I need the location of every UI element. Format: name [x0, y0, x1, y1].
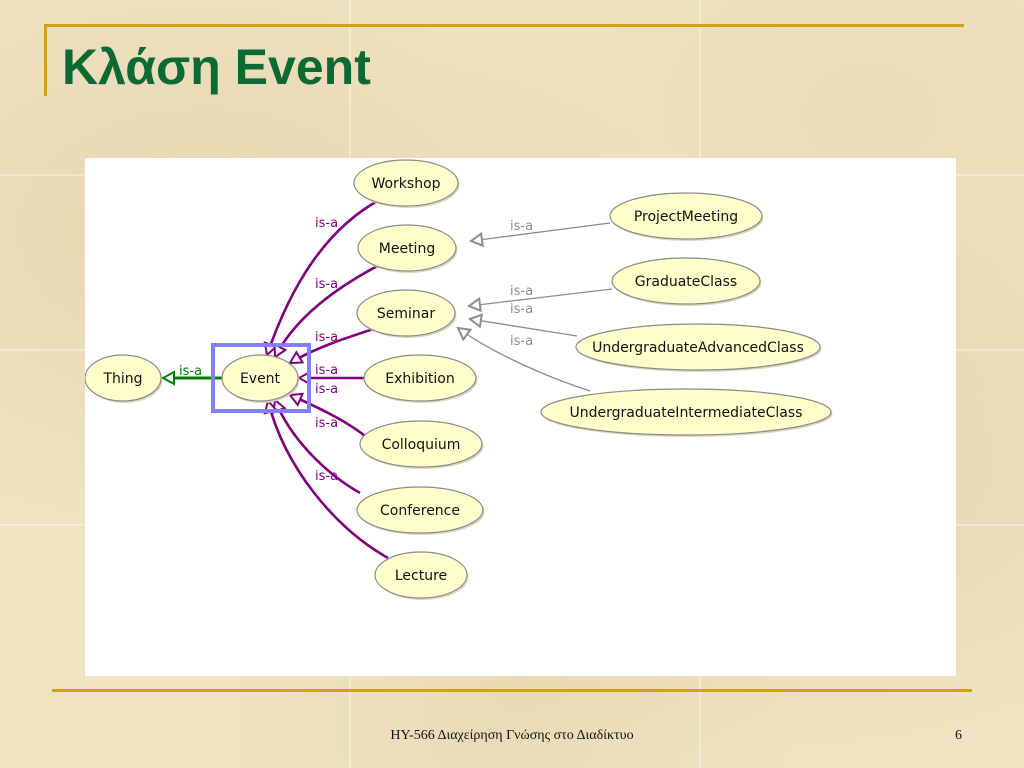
node-label: Meeting [379, 241, 435, 257]
node-label: UndergraduateIntermediateClass [570, 405, 803, 421]
edge-label: is-a [315, 469, 338, 484]
arrowhead [288, 392, 305, 407]
node-ellipse [356, 486, 484, 534]
node-ellipse [221, 354, 299, 402]
node-graduateclass[interactable]: GraduateClass [611, 257, 762, 306]
edge-label: is-a [315, 416, 338, 431]
node-ellipse [353, 159, 459, 207]
edge-label: is-a [315, 277, 338, 292]
edge-label: is-a [179, 364, 202, 379]
node-label: Workshop [371, 176, 440, 192]
arrowhead [456, 326, 473, 342]
node-ellipse [609, 192, 763, 240]
node-undergraduateintermediateclass[interactable]: UndergraduateIntermediateClass [540, 388, 833, 437]
node-ellipse [357, 224, 457, 272]
arrowhead [466, 296, 482, 313]
node-ellipse [363, 354, 477, 402]
edge-label: is-a [510, 302, 533, 317]
node-label: Thing [102, 371, 142, 387]
title-accent-bar [44, 24, 47, 96]
ontology-graph: is-a is-a is-a is-a is-a is-a is-a is-a is-a is-a… [85, 159, 833, 600]
node-exhibition[interactable]: Exhibition [363, 354, 478, 403]
node-label: Exhibition [385, 371, 455, 387]
edge-line [470, 222, 611, 242]
edge-undergraduateadvancedclass-seminar: is-a [467, 302, 578, 337]
arrowhead [467, 313, 484, 329]
node-seminar[interactable]: Seminar [356, 289, 457, 338]
node-ellipse [356, 289, 456, 337]
node-ellipse [540, 388, 832, 436]
edge-label: is-a [510, 219, 533, 234]
edge-label: is-a [315, 216, 338, 231]
node-undergraduateadvancedclass[interactable]: UndergraduateAdvancedClass [575, 323, 822, 372]
node-label: UndergraduateAdvancedClass [592, 340, 804, 356]
edge-projectmeeting-meeting: is-a [468, 219, 611, 248]
node-ellipse [359, 420, 483, 468]
arrowhead [160, 370, 175, 386]
node-workshop[interactable]: Workshop [353, 159, 460, 208]
footer-rule [52, 689, 972, 692]
node-conference[interactable]: Conference [356, 486, 485, 535]
node-label: Conference [380, 503, 460, 519]
edge-graduateclass-seminar: is-a [466, 284, 613, 313]
node-label: GraduateClass [635, 274, 737, 290]
edge-label: is-a [315, 382, 338, 397]
edge-label: is-a [510, 284, 533, 299]
node-label: Colloquium [382, 437, 461, 453]
edge-label: is-a [510, 334, 533, 349]
arrowhead [468, 231, 484, 248]
node-projectmeeting[interactable]: ProjectMeeting [609, 192, 764, 241]
edge-undergraduateintermediateclass-seminar: is-a [456, 326, 591, 392]
node-label: ProjectMeeting [634, 209, 738, 225]
title-rule [44, 24, 964, 27]
slide-title: Κλάση Event [62, 39, 371, 95]
edge-line [469, 318, 578, 337]
arrowhead [273, 342, 288, 359]
node-event[interactable]: Event [221, 354, 300, 403]
node-meeting[interactable]: Meeting [357, 224, 458, 273]
node-ellipse [611, 257, 761, 305]
edge-line [457, 327, 591, 392]
page-number: 6 [955, 728, 962, 743]
node-ellipse [575, 323, 821, 371]
node-thing[interactable]: Thing [85, 354, 163, 403]
footer-text: ΗΥ-566 Διαχείρηση Γνώσης στο Διαδίκτυο [390, 728, 634, 743]
edge-colloquium-event: is-a [288, 382, 366, 438]
edge-line [265, 196, 384, 356]
node-label: Event [240, 371, 281, 387]
edge-workshop-event: is-a [263, 196, 384, 357]
node-colloquium[interactable]: Colloquium [359, 420, 484, 469]
arrowhead [288, 350, 305, 365]
edge-line [266, 400, 389, 560]
edge-label: is-a [315, 363, 338, 378]
edge-label: is-a [315, 330, 338, 345]
node-label: Seminar [377, 306, 435, 322]
node-ellipse [374, 551, 468, 599]
node-ellipse [85, 354, 162, 402]
selection-box [211, 343, 311, 413]
node-label: Lecture [395, 568, 447, 584]
node-lecture[interactable]: Lecture [374, 551, 469, 600]
ontology-diagram: is-a is-a is-a is-a is-a is-a is-a is-a is-a is-a… [85, 158, 956, 676]
edge-line [468, 288, 613, 307]
